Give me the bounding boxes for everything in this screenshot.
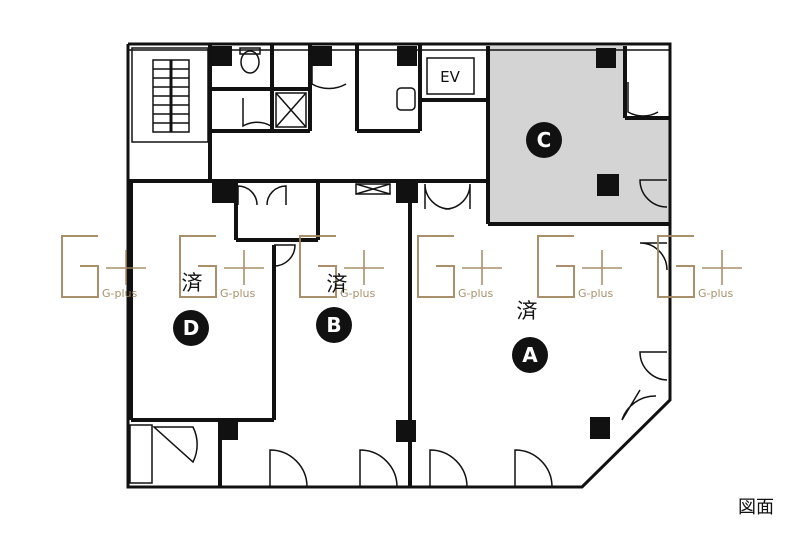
interior-walls [128,44,670,487]
watermark-plus-shape [224,250,264,285]
drawing-caption: 図面 [738,497,774,518]
watermark-5: G-plus [537,235,622,300]
watermark-text: G-plus [458,287,494,300]
watermark-4: G-plus [417,235,502,300]
unit-letter-d: D [183,316,200,340]
watermark-plus-shape [462,250,502,285]
unit-letter-a: A [522,343,538,367]
columns [212,46,619,442]
watermark-g-shape [537,235,575,298]
watermark-3: G-plus [299,235,384,300]
watermark-text: G-plus [340,287,376,300]
watermark-text: G-plus [578,287,614,300]
watermark-g-shape [61,235,99,298]
unit-c-area [488,46,670,224]
unit-marker-a: A [512,337,548,373]
unit-status-b: 済 [327,272,348,296]
outer-walls [126,42,672,489]
watermark-1: G-plus [61,235,146,300]
watermark-g-shape [657,235,695,298]
watermark-g-shape [417,235,455,298]
watermark-plus-shape [106,250,146,285]
watermark-plus-shape [344,250,384,285]
watermark-2: G-plus [179,235,264,300]
watermark-plus-shape [702,250,742,285]
watermark-layer: G-plus G-plus G-plus G-plus G-plus G-plus [61,235,742,300]
watermark-g-shape [179,235,217,298]
unit-marker-b: B [316,307,352,343]
unit-status-a: 済 [517,299,538,323]
unit-marker-d: D [173,310,209,346]
unit-letter-c: C [537,128,552,152]
elevator-label: EV [440,68,460,86]
watermark-plus-shape [582,250,622,285]
unit-marker-c: C [526,122,562,158]
watermark-text: G-plus [220,287,256,300]
watermark-g-shape [299,235,337,298]
watermark-6: G-plus [657,235,742,300]
unit-status-d: 済 [182,271,203,295]
watermark-text: G-plus [698,287,734,300]
watermark-text: G-plus [102,287,138,300]
unit-letter-b: B [326,313,341,337]
